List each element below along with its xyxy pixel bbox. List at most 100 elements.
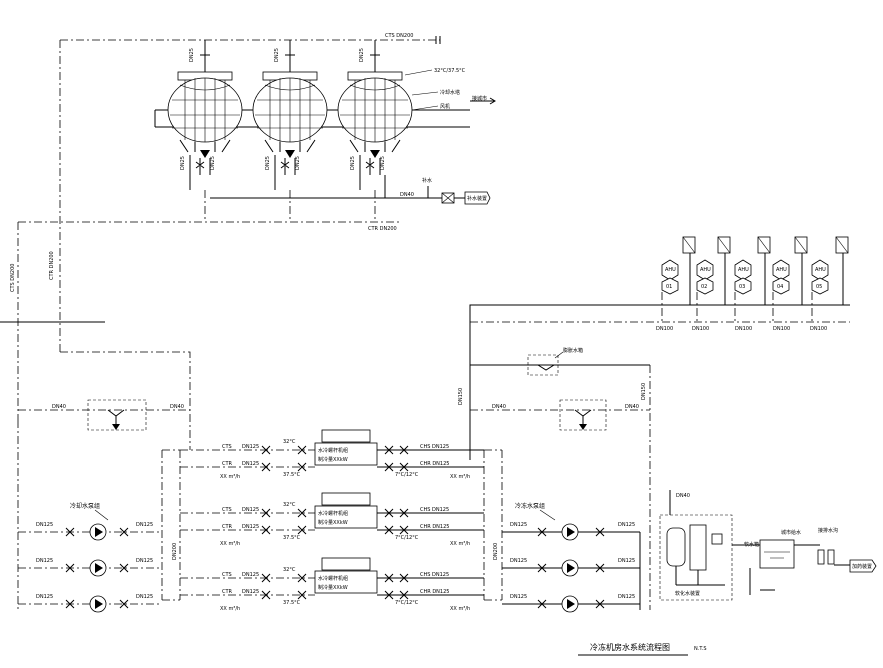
chiller-3-temp-a: 32°C [283,567,296,573]
chiller-1-chw-temp: 7°C/12°C [395,472,419,478]
chw-pump-2 [537,559,605,577]
tower-note-fan: 风机 [440,103,450,110]
chiller-2-ctr: CTR [222,524,233,530]
expansion-label: 膨胀水箱 [563,347,583,354]
chiller-2-cts-size: DN125 [242,507,259,513]
drain-label: 接排水沟 [818,527,838,534]
chiller-3-flow: XX m³/h [220,606,240,612]
softener-label: 软化水装置 [675,590,700,597]
tower-drain-label-6: DN25 [380,156,386,170]
chiller-1-flow: XX m³/h [220,474,240,480]
tower-pipe-label-3: DN25 [359,48,365,62]
softener-pipe-label: DN40 [676,493,690,499]
chiller-3-temp-b: 37.5°C [283,600,301,606]
left-pump-label-3: DN125 [36,558,53,564]
tower-pipe-label-2: DN25 [274,48,280,62]
chiller-1-cts-size: DN125 [242,444,259,450]
chiller-3: 水冷螺杆机组 制冷量XXkW CTS CTR DN125 DN125 32°C … [180,557,484,612]
tower-drain-label-5: DN25 [350,156,356,170]
bypass-right-label-b: DN40 [625,404,639,410]
chiller-2-temp-b: 37.5°C [283,535,301,541]
chiller-3-cts: CTS [222,572,232,578]
ahu-1-top: AHU [665,267,676,273]
right-pump-label-4: DN125 [618,558,635,564]
chw-pump-1 [537,523,605,541]
chiller-3-sub: 制冷量XXkW [318,584,348,591]
chiller-2-sub: 制冷量XXkW [318,519,348,526]
cooling-tower-1 [167,71,243,158]
diagram-title: 冷冻机房水系统流程图 [590,642,670,652]
chiller-3-chs: CHS DN125 [420,572,449,578]
chiller-3-ctr: CTR [222,589,233,595]
ahu-3-bot: 03 [739,284,745,290]
chiller-2-chw-temp: 7°C/12°C [395,535,419,541]
tower-drain-label-4: DN25 [295,156,301,170]
cooling-tower-section: CTS DN200 DN25 DN25 DN25 [0,33,496,450]
left-pump-label-4: DN125 [136,558,153,564]
chiller-3-name: 水冷螺杆机组 [318,575,348,582]
cooling-tower-2 [252,71,328,158]
chiller-2-chr: CHR DN125 [420,524,449,530]
diagram-scale: N.T.S [694,646,707,652]
right-bypass: DN150 膨胀水箱 DN40 DN40 DN150 [458,310,651,610]
ahu-unit-4: AHU 04 DN100 [772,236,808,332]
chiller-2-temp-a: 32°C [283,502,296,508]
ahu-unit-1: AHU 01 DN100 [656,236,696,332]
tower-pipe-label-1: DN25 [189,48,195,62]
cooling-pump-group-label: 冷却水泵组 [70,502,100,510]
chiller-1-name: 水冷螺杆机组 [318,447,348,454]
chiller-2-cts: CTS [222,507,232,513]
right-pump-label-6: DN125 [618,594,635,600]
water-treatment: DN40 软化水装置 软水箱 城市给水 加药装置 接排水沟 [659,490,877,601]
chiller-3-chw-temp: 7°C/12°C [395,600,419,606]
tower-supply-label: 接城市 [472,95,487,102]
cooling-pump-3 [65,595,129,613]
left-vert-label-1: CTS DN200 [10,264,16,292]
bypass-left-label-b: DN40 [170,404,184,410]
dosing-label: 加药装置 [852,563,872,570]
makeup-device: 补水装置 [467,195,487,202]
ahu-1-bot: 01 [666,284,672,290]
tower-drain-label-3: DN25 [265,156,271,170]
left-bypass: DN40 DN40 [18,399,190,431]
branch-label-1: DN100 [656,326,673,332]
ahu-2-top: AHU [700,267,711,273]
ahu-branches: AHU 01 DN100 AHU 02 DN100 AHU 03 DN100 [469,236,850,332]
tower-note-name: 冷却水塔 [440,89,460,96]
chiller-2-ctr-size: DN125 [242,524,259,530]
left-vert-label-2: CTR DN200 [49,251,55,280]
ahu-unit-2: AHU 02 DN100 [692,236,731,332]
ahu-5-bot: 05 [816,284,822,290]
headers: DN200 DN200 [161,449,503,601]
chiller-2-chs: CHS DN125 [420,507,449,513]
branch-label-5: DN100 [810,326,827,332]
ahu-5-top: AHU [815,267,826,273]
chw-pump-3 [537,595,605,613]
cooling-tower-3 [337,71,413,158]
chiller-1-cts: CTS [222,444,232,450]
chiller-1-ctr-size: DN125 [242,461,259,467]
branch-label-2: DN100 [692,326,709,332]
chiller-3-cts-size: DN125 [242,572,259,578]
ahu-2-bot: 02 [701,284,707,290]
bypass-right-label-a: DN40 [492,404,506,410]
cooling-pump-1 [65,523,129,541]
branch-label-3: DN100 [735,326,752,332]
chw-main-label: DN150 [458,388,464,405]
cooling-pump-2 [65,559,129,577]
ahu-3-top: AHU [738,267,749,273]
chiller-3-ctr-size: DN125 [242,589,259,595]
chiller-1-chw-flow: XX m³/h [450,474,470,480]
tower-note-temp: 32°C/37.5°C [434,68,466,74]
left-pump-label-6: DN125 [136,594,153,600]
ahu-unit-3: AHU 03 DN100 [734,236,771,332]
chiller-1-chs: CHS DN125 [420,444,449,450]
chiller-1-temp-b: 37.5°C [283,472,301,478]
right-pump-label-3: DN125 [510,558,527,564]
chiller-1: 水冷螺杆机组 制冷量XXkW CTS CTR DN125 DN125 32°C … [180,429,484,480]
header-left-label: DN200 [172,543,178,560]
chw-pump-group-label: 冷冻水泵组 [515,502,545,510]
ahu-4-bot: 04 [777,284,783,290]
chiller-1-sub: 制冷量XXkW [318,456,348,463]
